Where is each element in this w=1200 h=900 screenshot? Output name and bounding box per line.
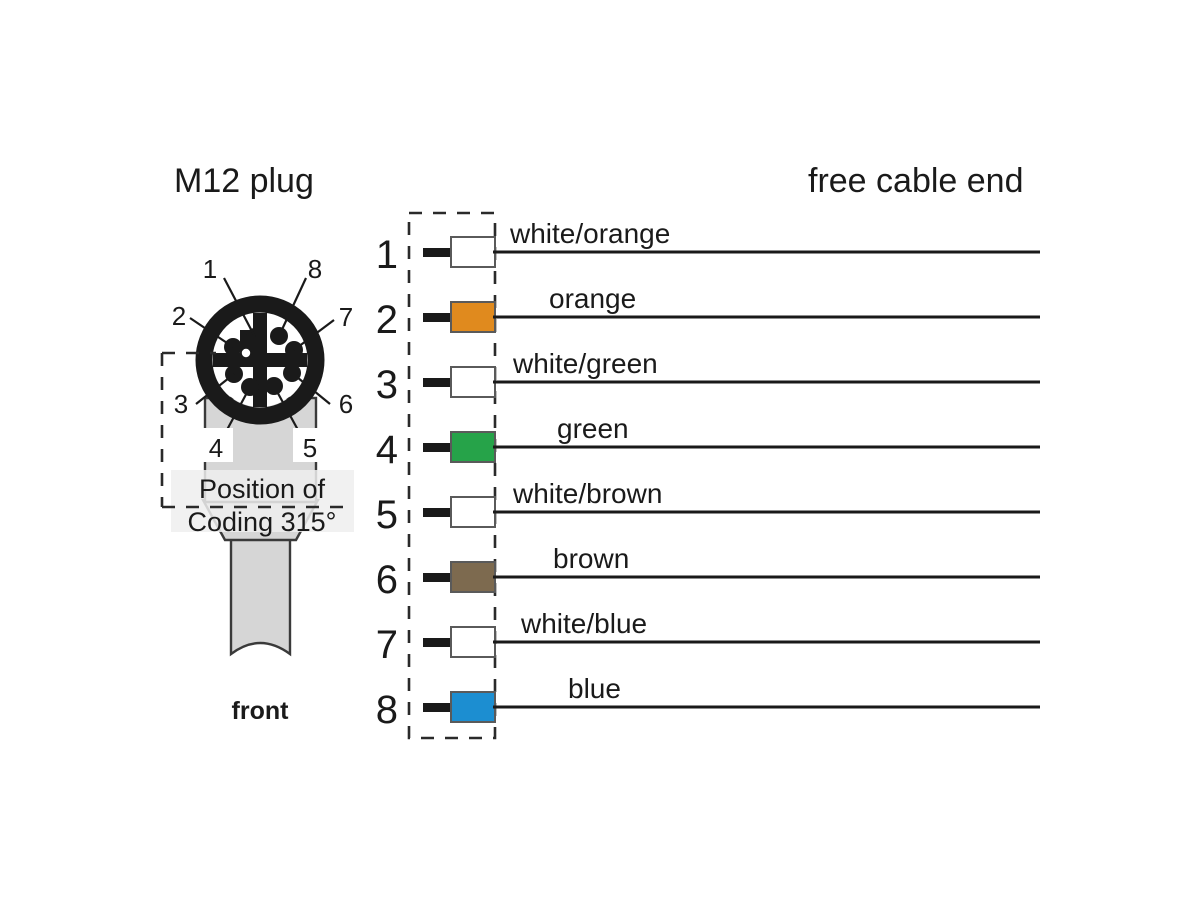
wire-stub	[423, 378, 453, 387]
wire-pin-number: 1	[376, 233, 398, 277]
wire-row: 4 green	[376, 413, 1040, 472]
wire-pin-number: 3	[376, 363, 398, 407]
callout-number-1: 1	[203, 254, 217, 284]
callout-number-8: 8	[308, 254, 322, 284]
wire-color-swatch	[450, 561, 496, 593]
heading-free-cable-end: free cable end	[808, 162, 1024, 200]
wire-color-label: blue	[568, 673, 621, 704]
connector-outer-ring	[195, 295, 325, 425]
callout-number-7: 7	[339, 302, 353, 332]
wire-stub	[423, 508, 453, 517]
wire-color-swatch	[450, 691, 496, 723]
cable-jacket-boundary	[407, 211, 497, 740]
wire-color-swatch	[450, 626, 496, 658]
coding-label-line1: Position of	[199, 474, 326, 504]
wire-row: 8 blue	[376, 673, 1040, 732]
callout-4-knockout	[203, 428, 233, 462]
wire-color-label: brown	[553, 543, 629, 574]
wire-row: 3 white/green	[376, 348, 1040, 407]
wire-stub	[423, 638, 453, 647]
coding-indicator-box	[160, 351, 352, 509]
connector-coding-dot	[240, 347, 252, 359]
wire-stub	[423, 443, 453, 452]
wire-stub	[423, 573, 453, 582]
wire-color-swatch	[450, 366, 496, 398]
wire-stub	[423, 248, 453, 257]
plug-cable-tail	[229, 534, 292, 657]
wire-stub	[423, 703, 453, 712]
front-view-label: front	[232, 697, 290, 725]
wire-row: 6 brown	[376, 543, 1040, 602]
wire-color-label: orange	[549, 283, 636, 314]
wire-color-label: white/green	[512, 348, 658, 379]
wire-color-label: white/orange	[509, 218, 670, 249]
wire-color-swatch	[450, 301, 496, 333]
callout-number-6: 6	[339, 389, 353, 419]
wire-color-label: white/blue	[520, 608, 647, 639]
callout-number-4: 4	[209, 433, 223, 463]
wire-pin-number: 8	[376, 688, 398, 732]
wire-row: 7 white/blue	[376, 608, 1040, 667]
wire-pin-number: 4	[376, 428, 398, 472]
wire-row: 2 orange	[376, 283, 1040, 342]
callout-5-knockout	[293, 428, 323, 462]
wire-color-label: white/brown	[512, 478, 662, 509]
wire-color-swatch	[450, 496, 496, 528]
wire-stub	[423, 313, 453, 322]
coding-text-backdrop	[171, 470, 354, 532]
callout-number-5: 5	[303, 433, 317, 463]
wire-pin-number: 6	[376, 558, 398, 602]
coding-label-line2: Coding 315°	[188, 507, 337, 537]
heading-m12-plug: M12 plug	[174, 162, 314, 200]
m12-plug-illustration: 1 2 3 4 5 6 7 8 Position of Coding 315° …	[160, 254, 354, 725]
wire-color-label: green	[557, 413, 629, 444]
callout-number-3: 3	[174, 389, 188, 419]
wire-pin-number: 7	[376, 623, 398, 667]
wire-color-swatch	[450, 236, 496, 268]
wire-row: 5 white/brown	[376, 478, 1040, 537]
wire-color-swatch	[450, 431, 496, 463]
wire-pin-number: 2	[376, 298, 398, 342]
wire-row: 1 white/orange	[376, 218, 1040, 277]
connector-cross-horizontal	[213, 353, 307, 367]
cable-wiring-group: 1 white/orange 2 orange 3 white/gre	[376, 211, 1040, 740]
wire-pin-number: 5	[376, 493, 398, 537]
callout-number-2: 2	[172, 301, 186, 331]
